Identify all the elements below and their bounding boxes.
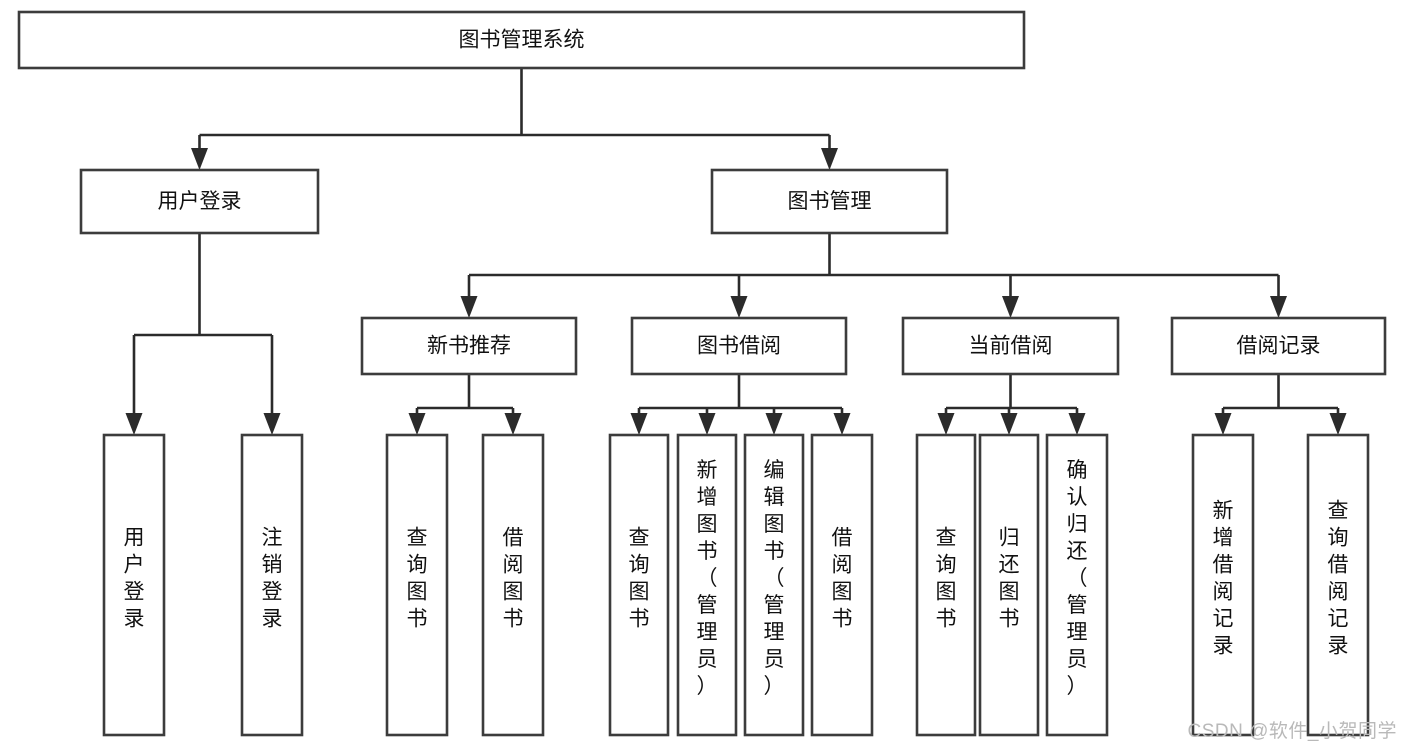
node-box-leaf-borrow-book-2 bbox=[810, 433, 874, 737]
node-label-root: 图书管理系统 bbox=[459, 29, 585, 52]
node-label-leaf-borrow-book-1: 借阅图书 bbox=[503, 527, 524, 631]
node-leaf-add-record[interactable]: 新增借阅记录 bbox=[1191, 433, 1255, 737]
book-borrow-leaf-3-arrowhead bbox=[833, 413, 851, 435]
node-box-leaf-return-book bbox=[978, 433, 1040, 737]
node-box-user-login bbox=[79, 168, 320, 235]
node-leaf-edit-book[interactable]: 编辑图书（管理员） bbox=[743, 433, 805, 737]
node-borrow-record[interactable]: 借阅记录 bbox=[1170, 316, 1387, 376]
node-box-book-manage bbox=[710, 168, 949, 235]
borrow-record-leaf-1-arrowhead bbox=[1329, 413, 1347, 435]
node-box-current-borrow bbox=[901, 316, 1120, 376]
user-login-leaf-1-arrowhead bbox=[263, 413, 281, 435]
node-box-book-borrow bbox=[630, 316, 848, 376]
node-box-leaf-add-book bbox=[676, 433, 738, 737]
node-label-leaf-add-book: 新增图书（管理员） bbox=[697, 459, 718, 698]
node-leaf-query-book-3[interactable]: 查询图书 bbox=[915, 433, 977, 737]
user-login-leaf-0-arrowhead bbox=[125, 413, 143, 435]
node-current-borrow[interactable]: 当前借阅 bbox=[901, 316, 1120, 376]
node-box-leaf-query-book-3 bbox=[915, 433, 977, 737]
node-leaf-confirm-return[interactable]: 确认归还（管理员） bbox=[1045, 433, 1109, 737]
node-box-root bbox=[17, 10, 1026, 70]
node-box-leaf-user-logout bbox=[240, 433, 304, 737]
node-label-leaf-user-login: 用户登录 bbox=[124, 527, 145, 631]
new-book-recommend-leaf-0-arrowhead bbox=[408, 413, 426, 435]
node-book-manage[interactable]: 图书管理 bbox=[710, 168, 949, 235]
node-label-leaf-query-record: 查询借阅记录 bbox=[1328, 500, 1349, 658]
node-label-book-borrow: 图书借阅 bbox=[697, 335, 781, 358]
node-user-login[interactable]: 用户登录 bbox=[79, 168, 320, 235]
level2-link-1-arrowhead bbox=[821, 148, 838, 170]
node-box-leaf-query-book-2 bbox=[608, 433, 670, 737]
node-box-leaf-confirm-return bbox=[1045, 433, 1109, 737]
node-box-leaf-add-record bbox=[1191, 433, 1255, 737]
node-box-borrow-record bbox=[1170, 316, 1387, 376]
node-label-leaf-return-book: 归还图书 bbox=[999, 527, 1020, 631]
node-box-leaf-borrow-book-1 bbox=[481, 433, 545, 737]
node-leaf-borrow-book-2[interactable]: 借阅图书 bbox=[810, 433, 874, 737]
node-box-leaf-query-book-1 bbox=[385, 433, 449, 737]
node-label-leaf-add-record: 新增借阅记录 bbox=[1213, 500, 1234, 658]
node-label-book-manage: 图书管理 bbox=[788, 190, 872, 213]
current-borrow-leaf-2-arrowhead bbox=[1068, 413, 1086, 435]
borrow-record-leaf-0-arrowhead bbox=[1214, 413, 1232, 435]
level3-link-3-arrowhead bbox=[1270, 296, 1287, 318]
node-label-leaf-edit-book: 编辑图书（管理员） bbox=[764, 459, 785, 698]
node-leaf-query-book-2[interactable]: 查询图书 bbox=[608, 433, 670, 737]
book-borrow-leaf-0-arrowhead bbox=[630, 413, 648, 435]
node-box-leaf-query-record bbox=[1306, 433, 1370, 737]
node-box-new-book-recommend bbox=[360, 316, 578, 376]
node-box-leaf-edit-book bbox=[743, 433, 805, 737]
node-label-leaf-query-book-1: 查询图书 bbox=[407, 527, 428, 631]
level3-link-1-arrowhead bbox=[730, 296, 748, 318]
new-book-recommend-leaf-1-arrowhead bbox=[504, 413, 522, 435]
node-leaf-borrow-book-1[interactable]: 借阅图书 bbox=[481, 433, 545, 737]
node-leaf-query-book-1[interactable]: 查询图书 bbox=[385, 433, 449, 737]
csdn-watermark: CSDN @软件_小贺同学 bbox=[1187, 721, 1397, 742]
node-leaf-return-book[interactable]: 归还图书 bbox=[978, 433, 1040, 737]
level2-link-0-arrowhead bbox=[191, 148, 208, 170]
node-label-user-login: 用户登录 bbox=[158, 190, 242, 213]
node-label-leaf-confirm-return: 确认归还（管理员） bbox=[1067, 459, 1088, 698]
nodes-layer: 图书管理系统用户登录图书管理新书推荐图书借阅当前借阅借阅记录用户登录注销登录查询… bbox=[17, 10, 1387, 737]
current-borrow-leaf-0-arrowhead bbox=[937, 413, 955, 435]
level3-link-0-arrowhead bbox=[460, 296, 478, 318]
book-borrow-leaf-1-arrowhead bbox=[698, 413, 716, 435]
connectors-layer bbox=[125, 68, 1347, 435]
level3-link-2-arrowhead bbox=[1002, 296, 1019, 318]
node-label-leaf-query-book-2: 查询图书 bbox=[629, 527, 650, 631]
node-leaf-add-book[interactable]: 新增图书（管理员） bbox=[676, 433, 738, 737]
node-label-leaf-user-logout: 注销登录 bbox=[262, 527, 283, 631]
node-new-book-recommend[interactable]: 新书推荐 bbox=[360, 316, 578, 376]
node-book-borrow[interactable]: 图书借阅 bbox=[630, 316, 848, 376]
node-leaf-query-record[interactable]: 查询借阅记录 bbox=[1306, 433, 1370, 737]
node-label-new-book-recommend: 新书推荐 bbox=[427, 335, 511, 358]
node-label-borrow-record: 借阅记录 bbox=[1237, 335, 1321, 358]
node-label-leaf-borrow-book-2: 借阅图书 bbox=[832, 527, 853, 631]
node-root[interactable]: 图书管理系统 bbox=[17, 10, 1026, 70]
node-box-leaf-user-login bbox=[102, 433, 166, 737]
book-borrow-leaf-2-arrowhead bbox=[765, 413, 783, 435]
node-leaf-user-logout[interactable]: 注销登录 bbox=[240, 433, 304, 737]
node-label-leaf-query-book-3: 查询图书 bbox=[936, 527, 957, 631]
node-label-current-borrow: 当前借阅 bbox=[969, 335, 1053, 358]
node-leaf-user-login[interactable]: 用户登录 bbox=[102, 433, 166, 737]
current-borrow-leaf-1-arrowhead bbox=[1000, 413, 1018, 435]
